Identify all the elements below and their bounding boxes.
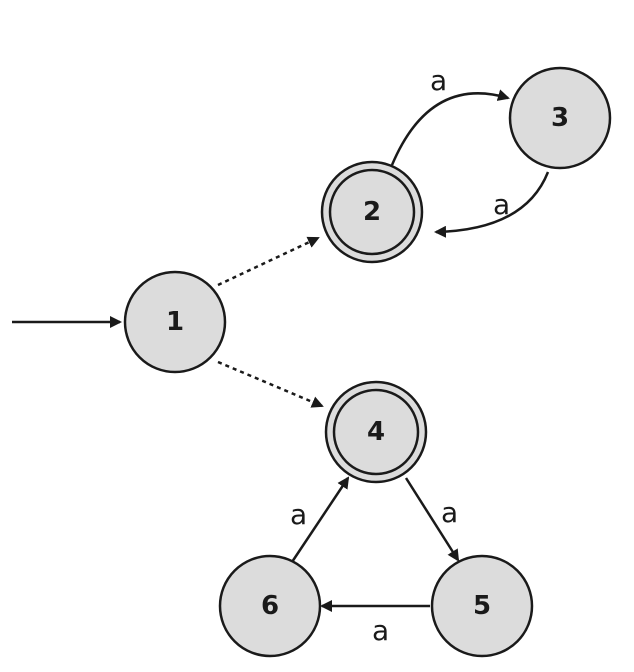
edge-6-to-4 — [290, 476, 350, 563]
state-label-6: 6 — [261, 591, 279, 621]
state-label-4: 4 — [367, 417, 385, 447]
state-label-2: 2 — [363, 197, 381, 227]
state-label-5: 5 — [473, 591, 491, 621]
state-4: 4 — [324, 380, 428, 484]
state-5: 5 — [430, 554, 534, 658]
edge-1-to-2 — [217, 236, 320, 287]
state-1: 1 — [123, 270, 227, 374]
edge-2-to-3 — [390, 89, 510, 166]
edge-1-to-4 — [217, 360, 324, 408]
edge-3-to-2 — [434, 171, 550, 238]
state-6: 6 — [218, 554, 322, 658]
edge-label-3-to-2: a — [493, 188, 510, 221]
edge-label-4-to-5: a — [441, 496, 458, 529]
edge-label-5-to-6: a — [372, 614, 389, 647]
edge-4-to-5 — [404, 477, 460, 562]
state-2: 2 — [320, 160, 424, 264]
state-3: 3 — [508, 66, 612, 170]
state-label-3: 3 — [551, 103, 569, 133]
state-label-1: 1 — [166, 307, 184, 337]
edge-label-6-to-4: a — [290, 498, 307, 531]
edge-label-2-to-3: a — [430, 64, 447, 97]
